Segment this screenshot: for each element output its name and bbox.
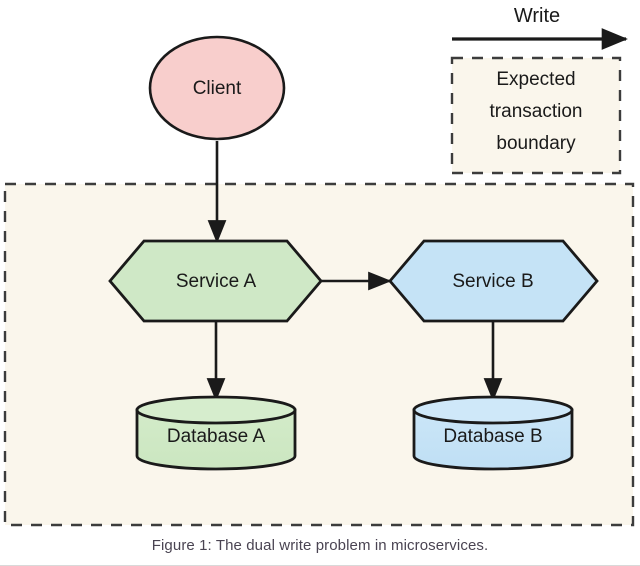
- figure-caption: Figure 1: The dual write problem in micr…: [151, 537, 489, 554]
- write-arrow-label: Write: [514, 5, 560, 27]
- node-service-b[interactable]: [388, 239, 599, 323]
- node-service-b-label: Service B: [452, 271, 533, 292]
- node-database-a-label: Database A: [167, 426, 266, 447]
- node-service-a[interactable]: [108, 239, 323, 323]
- node-database-b-label: Database B: [443, 426, 542, 447]
- transaction-boundary-region: [3, 182, 635, 527]
- legend-boundary-label-line3: boundary: [496, 133, 576, 154]
- node-client[interactable]: [148, 35, 286, 141]
- node-client-label: Client: [193, 78, 242, 99]
- node-database-a[interactable]: [135, 395, 297, 471]
- legend-boundary-box: [450, 56, 622, 175]
- node-service-a-label: Service A: [176, 271, 257, 292]
- legend-boundary-label-line2: transaction: [490, 101, 583, 122]
- legend-boundary-label-line1: Expected: [496, 69, 575, 90]
- node-database-b[interactable]: [412, 395, 574, 471]
